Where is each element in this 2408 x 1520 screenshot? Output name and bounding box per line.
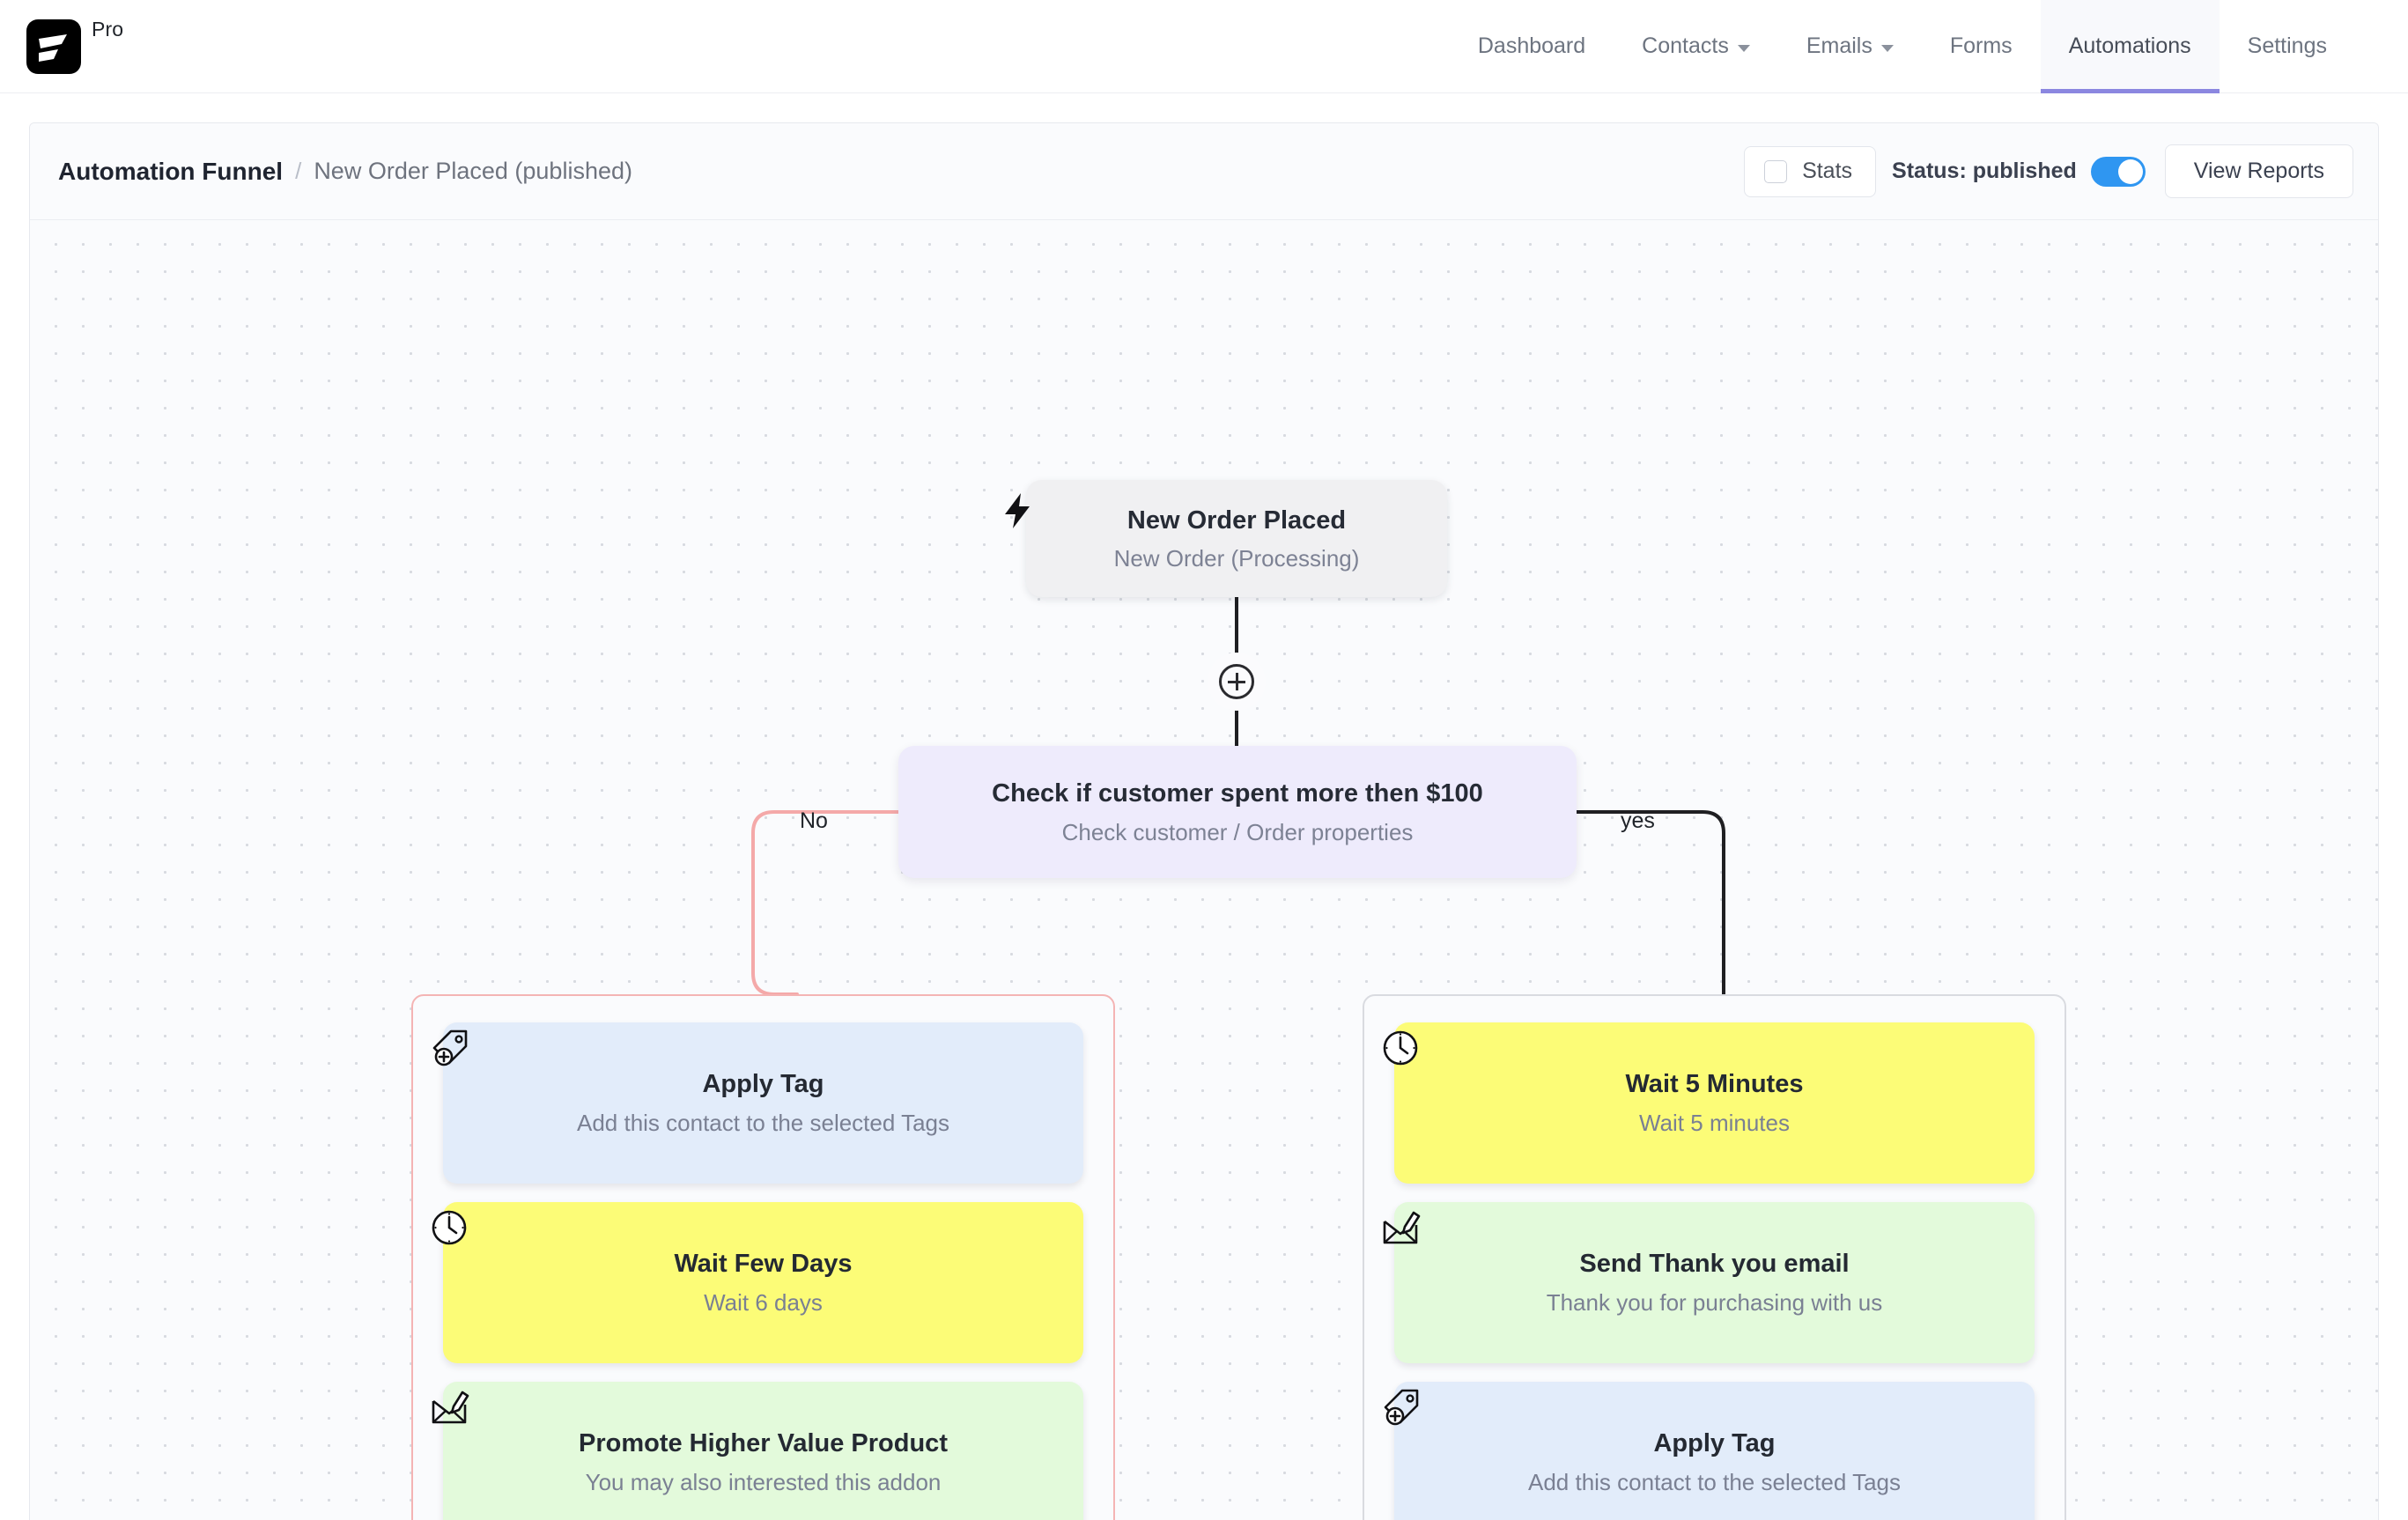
chevron-down-icon xyxy=(1880,44,1894,52)
condition-node[interactable]: Check if customer spent more then $100 C… xyxy=(898,746,1577,878)
brand-plan-label: Pro xyxy=(92,18,124,41)
nav-item-emails[interactable]: Emails xyxy=(1778,0,1922,93)
toggle-knob xyxy=(2117,159,2143,184)
action-subtitle: You may also interested this addon xyxy=(585,1468,942,1495)
view-reports-button[interactable]: View Reports xyxy=(2164,144,2353,198)
automation-canvas[interactable]: No yes New Order Placed New Order (Proce… xyxy=(30,220,2378,1520)
branch-container-no: Apply Tag Add this contact to the select… xyxy=(411,994,1115,1520)
nav-item-dashboard[interactable]: Dashboard xyxy=(1450,0,1614,93)
branch-container-yes: Wait 5 Minutes Wait 5 minutes Send Thank… xyxy=(1363,994,2066,1520)
nav-item-settings[interactable]: Settings xyxy=(2220,0,2355,93)
branch-label-no: No xyxy=(800,808,828,833)
compose-email-icon xyxy=(427,1385,471,1429)
nav-label-emails: Emails xyxy=(1806,33,1872,58)
chevron-down-icon xyxy=(1737,44,1750,52)
action-subtitle: Add this contact to the selected Tags xyxy=(1527,1468,1901,1495)
condition-title: Check if customer spent more then $100 xyxy=(992,779,1483,808)
nav-item-contacts[interactable]: Contacts xyxy=(1614,0,1778,93)
breadcrumb-current: New Order Placed (published) xyxy=(314,158,632,184)
trigger-subtitle: New Order (Processing) xyxy=(1113,545,1360,572)
action-subtitle: Wait 6 days xyxy=(704,1288,823,1316)
action-title: Send Thank you email xyxy=(1579,1249,1850,1278)
action-card-apply-tag[interactable]: Apply Tag Add this contact to the select… xyxy=(1384,1382,2035,1520)
action-title: Promote Higher Value Product xyxy=(579,1428,948,1457)
breadcrumb-root[interactable]: Automation Funnel xyxy=(58,157,284,185)
action-subtitle: Add this contact to the selected Tags xyxy=(576,1109,949,1136)
action-card-wait-few-days[interactable]: Wait Few Days Wait 6 days xyxy=(432,1202,1083,1363)
status-label: Status: published xyxy=(1892,159,2077,183)
nav-item-automations[interactable]: Automations xyxy=(2040,0,2220,93)
top-navigation-bar: Pro Dashboard Contacts Emails Forms Auto… xyxy=(0,0,2408,93)
nav-label-dashboard: Dashboard xyxy=(1477,33,1586,58)
action-title: Wait 5 Minutes xyxy=(1625,1069,1804,1098)
lightning-bolt-icon xyxy=(995,488,1041,534)
stats-checkbox[interactable] xyxy=(1764,159,1788,183)
compose-email-icon xyxy=(1378,1206,1422,1250)
clock-icon xyxy=(1378,1026,1422,1070)
action-card-send-thank-you-email[interactable]: Send Thank you email Thank you for purch… xyxy=(1383,1202,2035,1363)
nav-label-automations: Automations xyxy=(2068,33,2191,58)
tag-plus-icon xyxy=(1378,1385,1422,1429)
stats-label: Stats xyxy=(1802,159,1853,183)
stats-toggle-box[interactable]: Stats xyxy=(1744,145,1877,197)
header-controls: Stats Status: published View Reports xyxy=(1744,144,2353,198)
nav-label-contacts: Contacts xyxy=(1642,33,1729,58)
condition-subtitle: Check customer / Order properties xyxy=(1061,818,1414,845)
action-card-promote-product[interactable]: Promote Higher Value Product You may als… xyxy=(432,1382,1083,1520)
nav-item-forms[interactable]: Forms xyxy=(1922,0,2041,93)
branch-label-yes: yes xyxy=(1621,808,1655,833)
tag-plus-icon xyxy=(427,1026,471,1070)
add-step-button[interactable] xyxy=(1219,664,1254,699)
breadcrumb-separator: / xyxy=(295,158,302,184)
clock-icon xyxy=(427,1206,471,1250)
automation-panel: Automation Funnel / New Order Placed (pu… xyxy=(29,122,2379,1520)
action-card-apply-tag[interactable]: Apply Tag Add this contact to the select… xyxy=(432,1022,1083,1184)
status-toggle[interactable] xyxy=(2090,156,2146,187)
action-card-wait-5-minutes[interactable]: Wait 5 Minutes Wait 5 minutes xyxy=(1383,1022,2035,1184)
trigger-title: New Order Placed xyxy=(1126,505,1347,535)
flag-logo-icon xyxy=(26,18,81,74)
action-title: Apply Tag xyxy=(702,1069,824,1098)
action-title: Apply Tag xyxy=(1653,1428,1776,1457)
trigger-node[interactable]: New Order Placed New Order (Processing) xyxy=(1005,480,1447,597)
panel-header: Automation Funnel / New Order Placed (pu… xyxy=(30,123,2378,220)
nav-label-settings: Settings xyxy=(2247,33,2327,58)
main-nav: Dashboard Contacts Emails Forms Automati… xyxy=(1450,0,2408,93)
action-title: Wait Few Days xyxy=(674,1249,853,1278)
nav-label-forms: Forms xyxy=(1949,33,2013,58)
brand-logo[interactable]: Pro xyxy=(26,0,123,92)
action-subtitle: Wait 5 minutes xyxy=(1639,1109,1790,1136)
action-subtitle: Thank you for purchasing with us xyxy=(1546,1288,1883,1316)
